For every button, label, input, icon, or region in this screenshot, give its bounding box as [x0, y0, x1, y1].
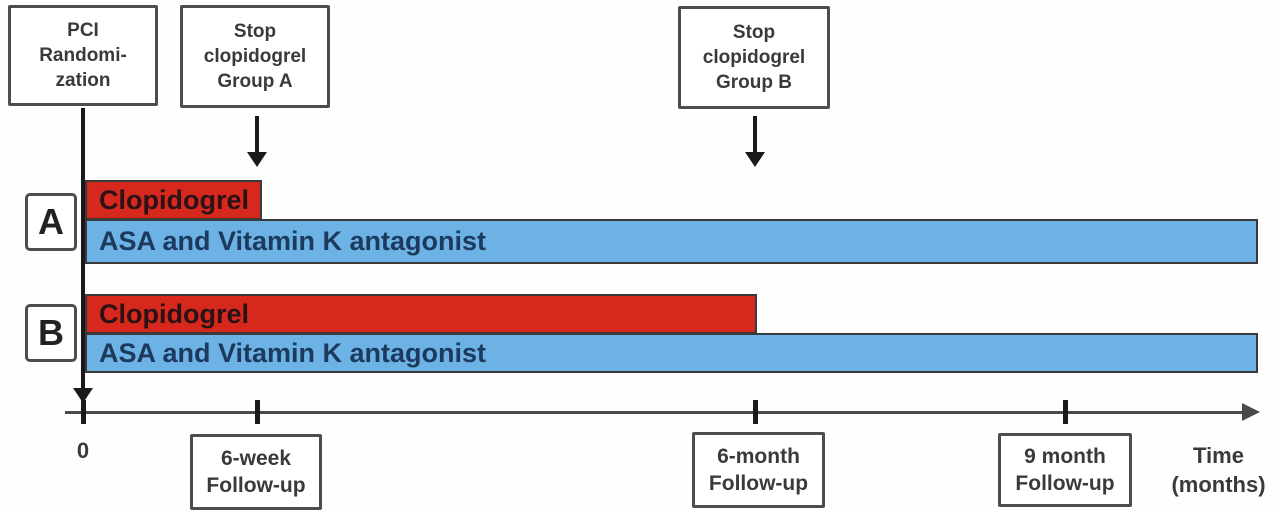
group-label: A	[38, 201, 64, 242]
group-a-label-box: A	[25, 193, 77, 251]
stop-clopidogrel-group-a-box: Stop clopidogrel Group A	[180, 5, 330, 108]
group-b-label-box: B	[25, 304, 77, 362]
bar-label: Clopidogrel	[99, 298, 249, 329]
group-a-asa-vka-bar: ASA and Vitamin K antagonist	[85, 219, 1258, 264]
stop-group-a-arrow	[255, 116, 259, 154]
tick-6-week	[255, 400, 260, 424]
box-line: Group B	[716, 72, 792, 94]
box-line: Stop	[233, 20, 277, 42]
down-arrow-icon	[247, 152, 267, 167]
down-arrow-icon	[745, 152, 765, 167]
stop-clopidogrel-group-b-box: Stop clopidogrel Group B	[678, 6, 830, 109]
box-line: Follow-up	[1015, 472, 1115, 495]
bar-label: Clopidogrel	[99, 184, 249, 215]
box-line: Randomi-	[39, 44, 127, 66]
axis-origin-label: 0	[76, 438, 90, 463]
box-line: Group A	[217, 71, 293, 93]
tick-6-month	[753, 400, 758, 424]
box-line: Stop	[732, 21, 776, 43]
box-line: Follow-up	[206, 474, 306, 497]
box-line: 9 month	[1024, 444, 1106, 468]
axis-label-line: Time	[1193, 443, 1244, 468]
group-label: B	[38, 312, 64, 353]
box-line: clopidogrel	[702, 46, 806, 68]
axis-label-line: (months)	[1171, 471, 1266, 497]
pci-randomization-box: PCI Randomi- zation	[8, 5, 158, 106]
group-b-asa-vka-bar: ASA and Vitamin K antagonist	[85, 333, 1258, 373]
box-line: clopidogrel	[203, 45, 307, 67]
box-line: 6-week	[220, 446, 292, 470]
stop-group-b-arrow	[753, 116, 757, 154]
box-line: 6-month	[717, 444, 800, 468]
bar-label: ASA and Vitamin K antagonist	[99, 337, 487, 368]
box-line: Follow-up	[708, 472, 809, 495]
group-a-clopidogrel-bar: Clopidogrel	[85, 180, 262, 220]
time-axis	[65, 411, 1243, 414]
six-month-followup-box: 6-month Follow-up	[692, 432, 825, 508]
tick-0	[81, 400, 86, 424]
right-arrow-icon	[1242, 403, 1260, 421]
time-axis-label: Time (months)	[1157, 442, 1280, 499]
randomization-timeline-connector	[81, 108, 85, 389]
tick-9-month	[1063, 400, 1068, 424]
box-line: zation	[55, 70, 111, 92]
down-arrow-icon	[73, 388, 93, 403]
bar-label: ASA and Vitamin K antagonist	[99, 226, 487, 256]
nine-month-followup-box: 9 month Follow-up	[998, 433, 1132, 507]
group-b-clopidogrel-bar: Clopidogrel	[85, 294, 757, 334]
box-line: PCI	[67, 19, 99, 41]
six-week-followup-box: 6-week Follow-up	[190, 434, 322, 510]
